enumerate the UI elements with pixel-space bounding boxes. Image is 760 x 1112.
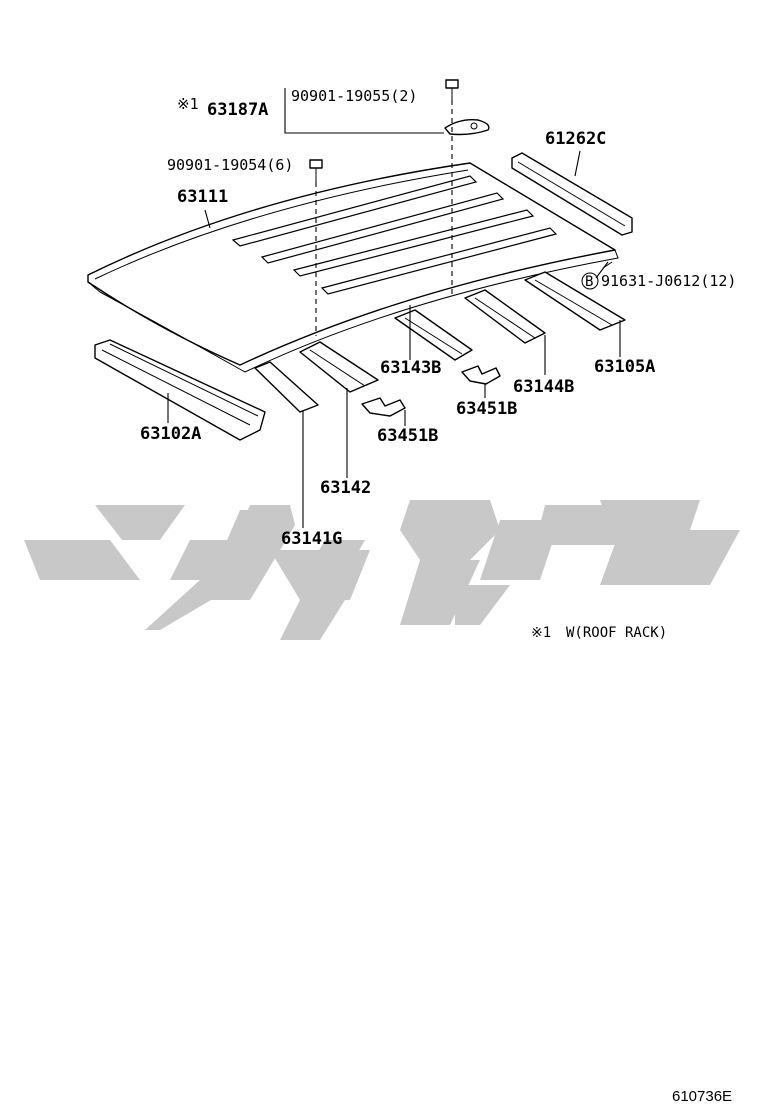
label-90901-19054: 90901-19054(6): [167, 156, 293, 174]
label-63111: 63111: [177, 187, 228, 207]
label-63187A: 63187A: [207, 100, 268, 120]
roof-bow-63142: [299, 341, 379, 393]
label-circle-b: B: [585, 274, 593, 290]
roof-bow-63143B: [394, 309, 473, 361]
roof-panel-63111: [87, 162, 619, 373]
front-header-63102A: [94, 339, 266, 441]
label-marker-1: ※1: [177, 95, 199, 113]
label-91631-J0612: 91631-J0612(12): [601, 272, 736, 290]
bracket-63187A: [444, 118, 490, 136]
label-90901-19055: 90901-19055(2): [291, 87, 417, 105]
label-63143B: 63143B: [380, 358, 441, 378]
leader-lines: [167, 88, 621, 528]
roof-bow-63141G: [254, 361, 319, 413]
footnote-marker: ※1: [531, 625, 551, 641]
figure-id: 610736E: [672, 1088, 732, 1105]
label-63105A: 63105A: [594, 357, 655, 377]
label-63102A: 63102A: [140, 424, 201, 444]
bolt-90901-19055: [445, 79, 459, 100]
circle-b-symbol: B: [581, 272, 599, 290]
label-63144B: 63144B: [513, 377, 574, 397]
watermark-logo: [24, 500, 740, 640]
bracket-63451B-upper: [461, 365, 501, 385]
label-61262C: 61262C: [545, 129, 606, 149]
footnote-text: W(ROOF RACK): [566, 625, 667, 641]
rear-rail-61262C: [511, 152, 633, 236]
bracket-63451B-lower: [361, 397, 406, 417]
label-63142: 63142: [320, 478, 371, 498]
roof-bow-63144B: [464, 289, 546, 344]
label-63451B-upper: 63451B: [456, 399, 517, 419]
bolt-90901-19054: [309, 159, 323, 182]
label-63451B-lower: 63451B: [377, 426, 438, 446]
label-63141G: 63141G: [281, 529, 342, 549]
roof-bow-63105A: [524, 271, 626, 331]
